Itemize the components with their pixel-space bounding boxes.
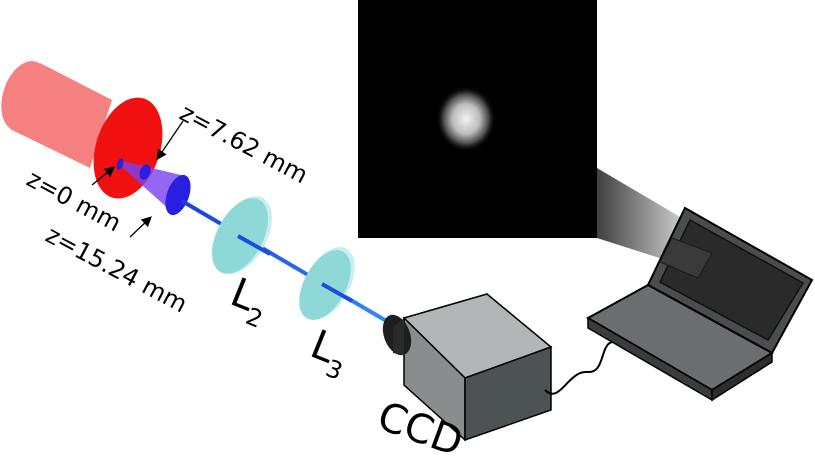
camera-cable (544, 341, 613, 395)
ccd-image-panel (358, 0, 597, 238)
laptop (585, 206, 814, 402)
ccd-camera (382, 293, 553, 442)
label-z-end: z=15.24 mm (41, 221, 192, 319)
label-lens-l3: L3 (301, 322, 356, 386)
beam-line (180, 199, 397, 328)
label-z-mid: z=7.62 mm (175, 99, 312, 190)
beam-cone (116, 158, 191, 216)
lens-l3 (299, 247, 355, 320)
screen-projection (597, 168, 692, 262)
lens-l2 (212, 196, 272, 274)
annotation-arrows (91, 120, 184, 238)
label-lens-l2: L2 (221, 270, 276, 334)
